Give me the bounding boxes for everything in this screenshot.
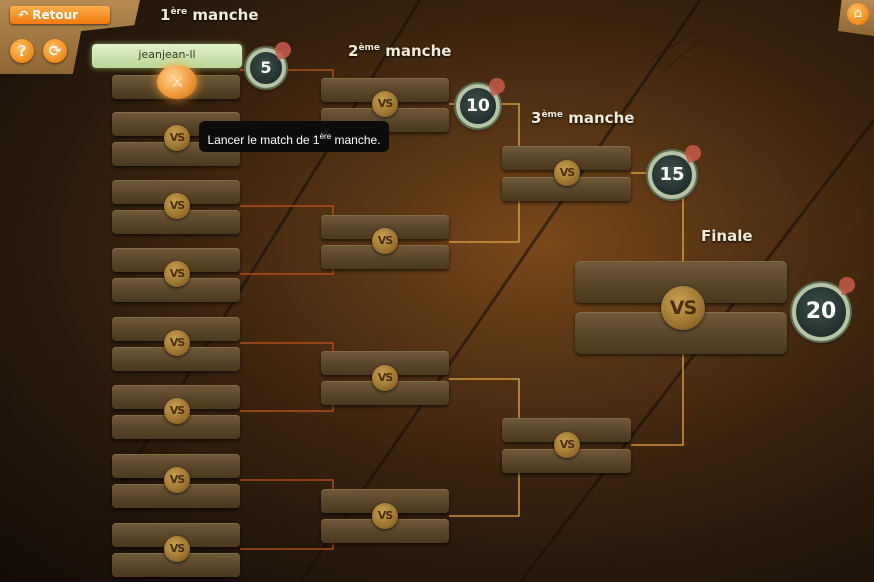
home-button[interactable]: ⌂ (847, 3, 869, 25)
back-button-label: Retour (32, 8, 79, 22)
final-points-badge: 20 (792, 283, 850, 341)
vs-badge: VS (554, 160, 580, 186)
player-name: jeanjean-ll (138, 48, 196, 61)
home-icon: ⌂ (853, 6, 863, 21)
swords-icon: ⚔ (170, 73, 184, 91)
final-title: Finale (701, 227, 753, 245)
question-icon: ? (17, 42, 27, 60)
match-tooltip: Lancer le match de 1ère manche. (199, 121, 389, 152)
vs-badge: VS (372, 228, 398, 254)
back-button[interactable]: ↶ Retour (10, 6, 110, 24)
round-1-points-badge: 5 (246, 48, 286, 88)
vs-badge: VS (554, 432, 580, 458)
player-slot: jeanjean-ll (92, 44, 242, 68)
vs-badge: VS (164, 398, 190, 424)
vs-badge: VS (164, 193, 190, 219)
refresh-icon: ⟳ (48, 42, 62, 60)
vs-badge: VS (164, 125, 190, 151)
vs-badge: VS (372, 91, 398, 117)
round-3-points-badge: 15 (648, 151, 696, 199)
round-2-title: 2ème manche (348, 42, 452, 60)
round-2-points-badge: 10 (456, 84, 500, 128)
refresh-button[interactable]: ⟳ (43, 39, 67, 63)
back-arrow-icon: ↶ (18, 8, 29, 22)
round-3-title: 3ème manche (531, 109, 635, 127)
play-match-button[interactable]: ⚔ (157, 65, 197, 99)
vs-badge: VS (372, 365, 398, 391)
vs-badge: VS (164, 330, 190, 356)
vs-badge: VS (372, 503, 398, 529)
vs-badge: VS (164, 467, 190, 493)
final-vs-badge: VS (661, 286, 705, 330)
vs-badge: VS (164, 261, 190, 287)
round-1-title: 1ère manche (160, 6, 259, 24)
vs-badge: VS (164, 536, 190, 562)
help-button[interactable]: ? (10, 39, 34, 63)
